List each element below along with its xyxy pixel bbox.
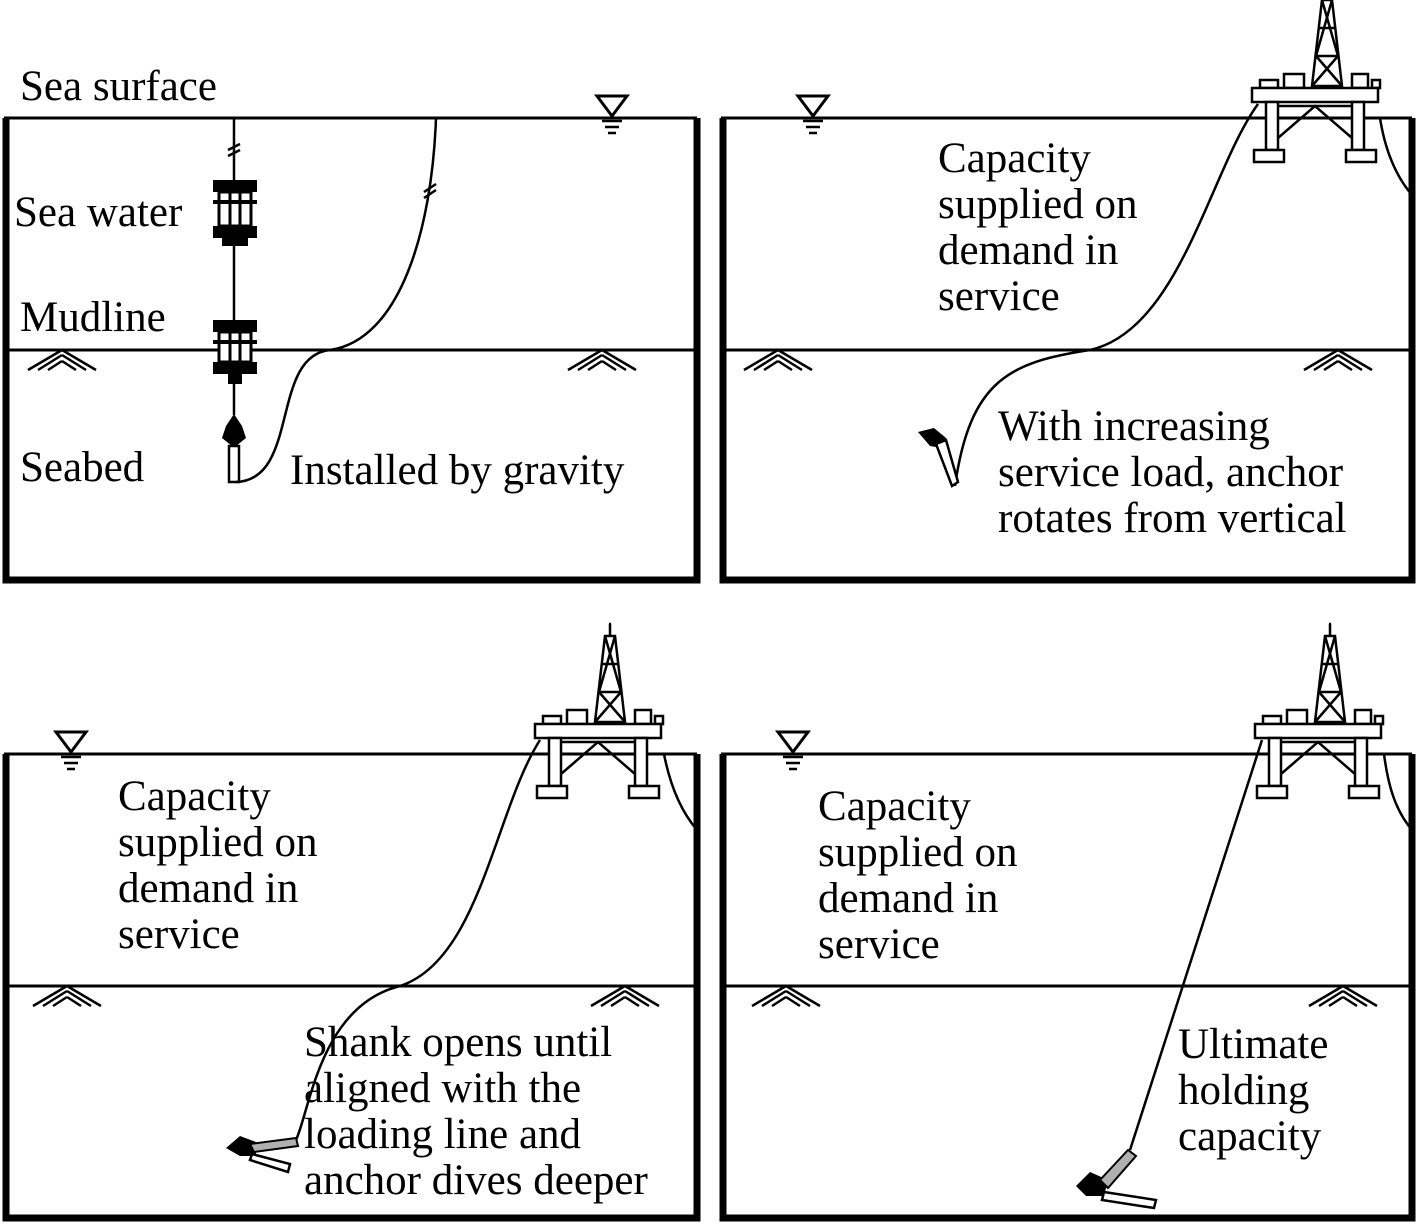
seabed-hatch-icon bbox=[1307, 984, 1379, 1008]
installed-caption: Installed by gravity bbox=[290, 447, 625, 494]
panel-frame bbox=[2, 754, 701, 1222]
seabed-hatch-icon bbox=[742, 348, 814, 372]
seabed-hatch-icon bbox=[31, 984, 103, 1008]
panel-2 bbox=[719, 0, 1416, 584]
anchor-icon bbox=[918, 428, 960, 488]
capacity-caption: Capacity supplied on demand in service bbox=[818, 783, 1018, 968]
ultimate-caption: Ultimate holding capacity bbox=[1178, 1021, 1329, 1160]
panel-frame bbox=[719, 118, 1416, 584]
seabed-hatch-icon bbox=[589, 984, 661, 1008]
pile-icon bbox=[213, 180, 257, 246]
water-level-icon bbox=[776, 730, 810, 771]
mooring-line bbox=[662, 753, 698, 831]
mooring-line bbox=[294, 739, 542, 1141]
rotation-caption: With increasing service load, anchor rot… bbox=[998, 403, 1347, 542]
mooring-line bbox=[1128, 739, 1264, 1151]
platform-icon bbox=[1253, 622, 1385, 800]
anchor-icon bbox=[222, 414, 246, 484]
capacity-caption: Capacity supplied on demand in service bbox=[938, 135, 1138, 320]
seabed-hatch-icon bbox=[750, 984, 822, 1008]
mooring-line bbox=[235, 117, 438, 484]
mooring-line bbox=[953, 103, 1260, 487]
water-level-icon bbox=[796, 94, 830, 135]
seabed-label: Seabed bbox=[20, 444, 145, 491]
anchor-icon bbox=[1076, 1148, 1158, 1210]
water-level-icon bbox=[595, 94, 629, 135]
platform-icon bbox=[1250, 0, 1382, 164]
sea-water-label: Sea water bbox=[14, 189, 183, 236]
mooring-line bbox=[1382, 753, 1413, 831]
panel-4 bbox=[719, 622, 1416, 1222]
panel-frame bbox=[2, 118, 701, 584]
seabed-hatch-icon bbox=[1302, 348, 1374, 372]
panel-frame bbox=[719, 754, 1416, 1222]
capacity-caption: Capacity supplied on demand in service bbox=[118, 773, 318, 958]
seabed-hatch-icon bbox=[26, 348, 98, 372]
panel-3 bbox=[2, 622, 701, 1222]
mooring-line bbox=[1378, 117, 1413, 196]
anchor-icon bbox=[226, 1136, 300, 1174]
seabed-hatch-icon bbox=[566, 348, 638, 372]
mudline-label: Mudline bbox=[20, 294, 166, 341]
panel-1 bbox=[2, 94, 701, 584]
sea-surface-label: Sea surface bbox=[20, 63, 217, 110]
pile-icon bbox=[213, 320, 257, 384]
shank-caption: Shank opens until aligned with the loadi… bbox=[304, 1019, 648, 1204]
water-level-icon bbox=[54, 730, 88, 771]
platform-icon bbox=[533, 622, 665, 800]
